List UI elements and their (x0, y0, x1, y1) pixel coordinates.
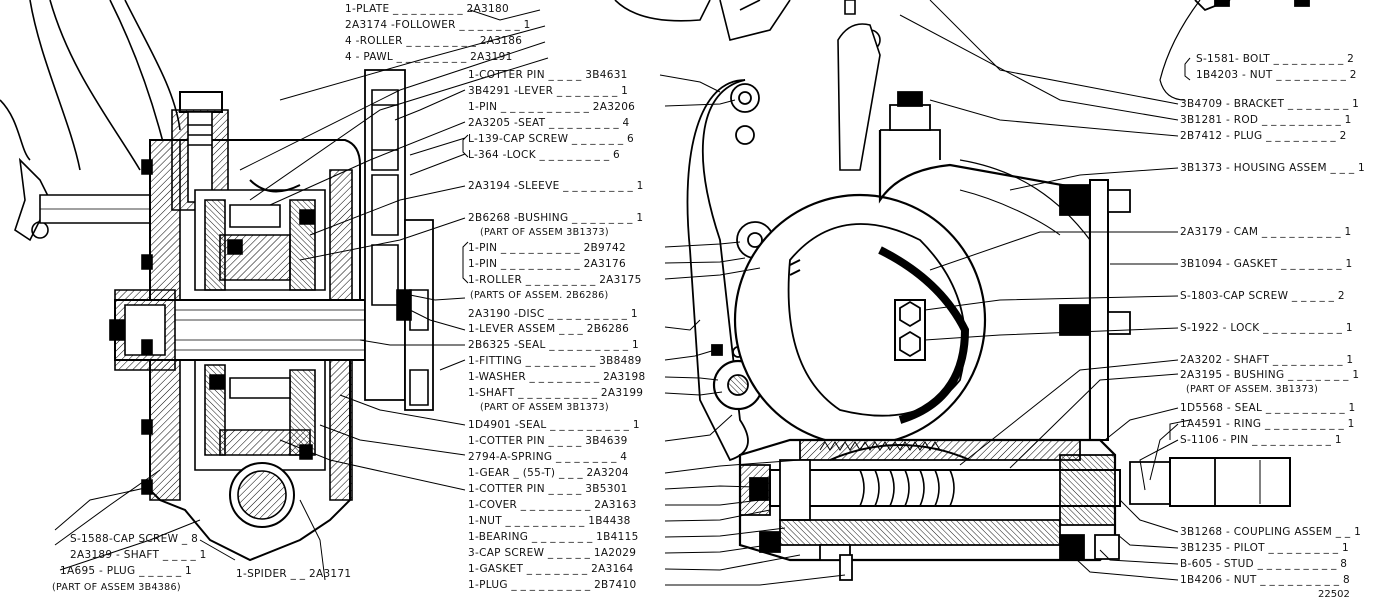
label-spring: 2794-A-SPRING _ _ _ _ _ _ _ 4 (468, 451, 628, 463)
right-housing-view (687, 0, 1309, 580)
label-lock-1: L-364 -LOCK _ _ _ _ _ _ _ _ 6 (468, 149, 620, 161)
label-housing-assem: 3B1373 - HOUSING ASSEM _ _ _ 1 (1180, 162, 1365, 174)
label-cover: 1-COVER _ _ _ _ _ _ _ _ 2A3163 (468, 499, 637, 511)
label-rod: 3B1281 - ROD _ _ _ _ _ _ _ _ _ 1 (1180, 114, 1352, 126)
label-pin-1: 1-PIN _ _ _ _ _ _ _ _ _ _ 2A3206 (468, 101, 636, 113)
label-pin-2: 1-PIN _ _ _ _ _ _ _ _ _ 2B9742 (468, 242, 626, 254)
label-nut-3: 1B4206 - NUT _ _ _ _ _ _ _ _ _ 8 (1180, 574, 1350, 586)
label-pin-4: S-1106 - PIN _ _ _ _ _ _ _ _ _ 1 (1180, 434, 1342, 446)
label-ring: 1A4591 - RING _ _ _ _ _ _ _ _ _ 1 (1180, 418, 1355, 430)
label-shaft-2: 2A3202 - SHAFT _ _ _ _ _ _ _ _ 1 (1180, 354, 1354, 366)
label-nut-1: 1-NUT _ _ _ _ _ _ _ _ _ 1B4438 (468, 515, 631, 527)
label-gasket-1: 1-GASKET _ _ _ _ _ _ _ 2A3164 (468, 563, 634, 575)
label-seal-1: 2B6325 -SEAL _ _ _ _ _ _ _ _ _ 1 (468, 339, 639, 351)
label-seat: 2A3205 -SEAT _ _ _ _ _ _ _ _ 4 (468, 117, 630, 129)
label-shaft-1-note: (PART OF ASSEM 3B1373) (480, 402, 609, 413)
label-bushing-2-note: (PART OF ASSEM. 3B1373) (1186, 384, 1319, 395)
label-bushing-1: 2B6268 -BUSHING _ _ _ _ _ _ _ 1 (468, 212, 644, 224)
figure-number: 22502 (1318, 589, 1350, 600)
label-plug-1: 1-PLUG _ _ _ _ _ _ _ _ _ 2B7410 (468, 579, 637, 591)
label-plug-2: 2B7412 - PLUG _ _ _ _ _ _ _ _ 2 (1180, 130, 1347, 142)
label-cam: 2A3179 - CAM _ _ _ _ _ _ _ _ _ 1 (1180, 226, 1352, 238)
label-cap-screw-3: S-1803-CAP SCREW _ _ _ _ _ 2 (1180, 290, 1345, 302)
label-washer: 1-WASHER _ _ _ _ _ _ _ _ 2A3198 (468, 371, 646, 383)
label-nut-2: 1B4203 - NUT _ _ _ _ _ _ _ _ 2 (1196, 69, 1357, 81)
label-lock-2: S-1922 - LOCK _ _ _ _ _ _ _ _ _ 1 (1180, 322, 1353, 334)
label-cap-screw-2: 3-CAP SCREW _ _ _ _ _ 1A2029 (468, 547, 637, 559)
label-spider: 1-SPIDER _ _ 2A3171 (236, 568, 352, 580)
label-shaft-1: 1-SHAFT _ _ _ _ _ _ _ _ _ 2A3199 (468, 387, 644, 399)
label-cotter-pin-3: 1-COTTER PIN _ _ _ _ 3B5301 (468, 483, 628, 495)
label-roller-2: 1-ROLLER _ _ _ _ _ _ _ _ 2A3175 (468, 274, 642, 286)
label-bushing-2: 2A3195 - BUSHING _ _ _ _ _ _ _ 1 (1180, 369, 1360, 381)
bracket-marks (463, 135, 468, 283)
label-follower: 2A3174 -FOLLOWER _ _ _ _ _ _ _ 1 (345, 19, 531, 31)
label-cap-screw-1: L-139-CAP SCREW _ _ _ _ _ _ 6 (468, 133, 635, 145)
label-cotter-pin-1: 1-COTTER PIN _ _ _ _ 3B4631 (468, 69, 628, 81)
label-pilot: 3B1235 - PILOT _ _ _ _ _ _ _ _ 1 (1180, 542, 1349, 554)
label-pin-3: 1-PIN _ _ _ _ _ _ _ _ _ 2A3176 (468, 258, 626, 270)
label-seal-2: 1D4901 -SEAL _ _ _ _ _ _ _ _ _ 1 (468, 419, 640, 431)
label-disc: 2A3190 -DISC _ _ _ _ _ _ _ _ _ 1 (468, 308, 638, 320)
label-plug-3: 1A695 - PLUG _ _ _ _ _ 1 (60, 565, 193, 577)
label-stud: B-605 - STUD _ _ _ _ _ _ _ _ _ 8 (1180, 558, 1348, 570)
label-bushing-1-note: (PART OF ASSEM 3B1373) (480, 227, 609, 238)
label-plug-3-note: (PART OF ASSEM 3B4386) (52, 582, 181, 593)
label-sleeve: 2A3194 -SLEEVE _ _ _ _ _ _ _ _ 1 (468, 180, 644, 192)
label-roller-2-note: (PARTS OF ASSEM. 2B6286) (470, 290, 609, 301)
label-plate: 1-PLATE _ _ _ _ _ _ _ _ 2A3180 (345, 3, 509, 15)
label-gear: 1-GEAR _ (55-T) _ _ _ 2A3204 (468, 467, 629, 479)
label-bracket: 3B4709 - BRACKET _ _ _ _ _ _ _ 1 (1180, 98, 1360, 110)
label-lever-assem: 1-LEVER ASSEM _ _ _ 2B6286 (468, 323, 630, 335)
left-section-view (0, 0, 433, 560)
label-gasket-2: 3B1094 - GASKET _ _ _ _ _ _ _ 1 (1180, 258, 1353, 270)
label-roller: 4 -ROLLER _ _ _ _ _ _ _ _ 2A3186 (345, 35, 523, 47)
label-fitting: 1-FITTING _ _ _ _ _ _ _ _ 3B8489 (468, 355, 642, 367)
label-bearing: 1-BEARING _ _ _ _ _ _ _ 1B4115 (468, 531, 639, 543)
label-seal-3: 1D5568 - SEAL _ _ _ _ _ _ _ _ _ 1 (1180, 402, 1356, 414)
label-bolt: S-1581- BOLT _ _ _ _ _ _ _ _ 2 (1196, 53, 1355, 65)
label-lever: 3B4291 -LEVER _ _ _ _ _ _ _ 1 (468, 85, 629, 97)
top-disc (615, 0, 880, 170)
label-cotter-pin-2: 1-COTTER PIN _ _ _ _ 3B4639 (468, 435, 628, 447)
label-pawl: 4 - PAWL _ _ _ _ _ _ _ _ 2A3191 (345, 51, 513, 63)
label-coupling-assem: 3B1268 - COUPLING ASSEM _ _ 1 (1180, 526, 1362, 538)
label-shaft-3: 2A3189 - SHAFT _ _ _ _ 1 (70, 549, 207, 561)
leader-lines (55, 0, 1190, 585)
label-cap-screw-4: S-1588-CAP SCREW _ 8 (70, 533, 199, 545)
